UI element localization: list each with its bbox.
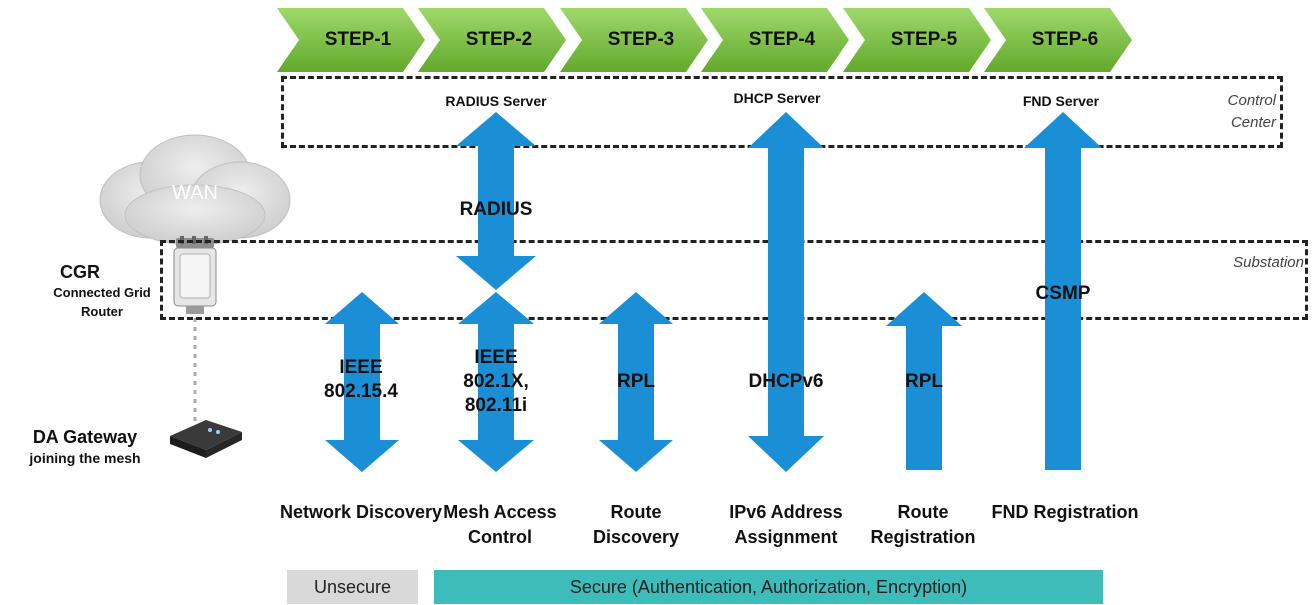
step-1-name: Network Discovery [279, 502, 443, 522]
step-6-name: FND Registration [991, 502, 1139, 522]
secure-bar: Secure (Authentication, Authorization, E… [434, 570, 1103, 604]
rpl-discovery-arrow [599, 292, 673, 472]
dhcp-server-label: DHCP Server [733, 90, 821, 106]
step-6-chevron [984, 8, 1132, 72]
step-2-label: STEP-2 [465, 29, 533, 50]
rpl-registration-label: RPL [905, 371, 943, 392]
rpl-registration-arrow [886, 292, 962, 470]
cgr-router-icon [173, 236, 217, 314]
da-gateway-title: DA Gateway [32, 427, 138, 447]
control-center-label: Control Center [1227, 92, 1276, 131]
csmp-arrow [1024, 112, 1102, 470]
step-4-name: IPv6 Address Assignment [729, 502, 843, 547]
step-2-chevron [418, 8, 566, 72]
unsecure-bar: Unsecure [287, 570, 418, 604]
step-1-chevron [277, 8, 425, 72]
da-gateway-subtitle: joining the mesh [29, 450, 141, 466]
step-2-name: Mesh Access Control [443, 502, 557, 547]
protocol-arrows [325, 112, 1102, 472]
step-4-label: STEP-4 [748, 29, 816, 50]
step-5-name: Route Registration [870, 502, 976, 547]
rpl-discovery-label: RPL [617, 371, 655, 392]
step-6-label: STEP-6 [1031, 29, 1099, 50]
step-5-chevron [843, 8, 991, 72]
substation-label: Substation [1233, 254, 1304, 271]
step-3-chevron [560, 8, 708, 72]
ieee-8021x-arrow [458, 292, 534, 472]
wan-cloud [99, 134, 291, 246]
ieee-8021x-label: IEEE 802.1X, 802.11i [463, 347, 529, 416]
radius-protocol-label: RADIUS [459, 199, 533, 220]
substation-zone [160, 240, 1308, 320]
step-1-label: STEP-1 [324, 29, 392, 50]
dhcpv6-arrow [748, 112, 824, 472]
dhcpv6-label: DHCPv6 [748, 371, 824, 392]
wan-label: WAN [172, 182, 218, 204]
da-gateway-icon [170, 420, 242, 458]
fnd-server-label: FND Server [1022, 93, 1100, 109]
step-3-label: STEP-3 [607, 29, 675, 50]
step-3-name: Route Discovery [592, 502, 680, 547]
step-5-label: STEP-5 [890, 29, 958, 50]
cgr-title: CGR [60, 262, 100, 282]
ieee-802154-arrow [325, 292, 399, 472]
step-4-chevron [701, 8, 849, 72]
ieee-802154-label: IEEE 802.15.4 [324, 357, 398, 402]
radius-arrow [456, 112, 536, 290]
step-banners [277, 8, 1132, 72]
cgr-subtitle: Connected Grid Router [53, 285, 151, 319]
radius-server-label: RADIUS Server [445, 93, 547, 109]
csmp-label: CSMP [1035, 283, 1091, 304]
